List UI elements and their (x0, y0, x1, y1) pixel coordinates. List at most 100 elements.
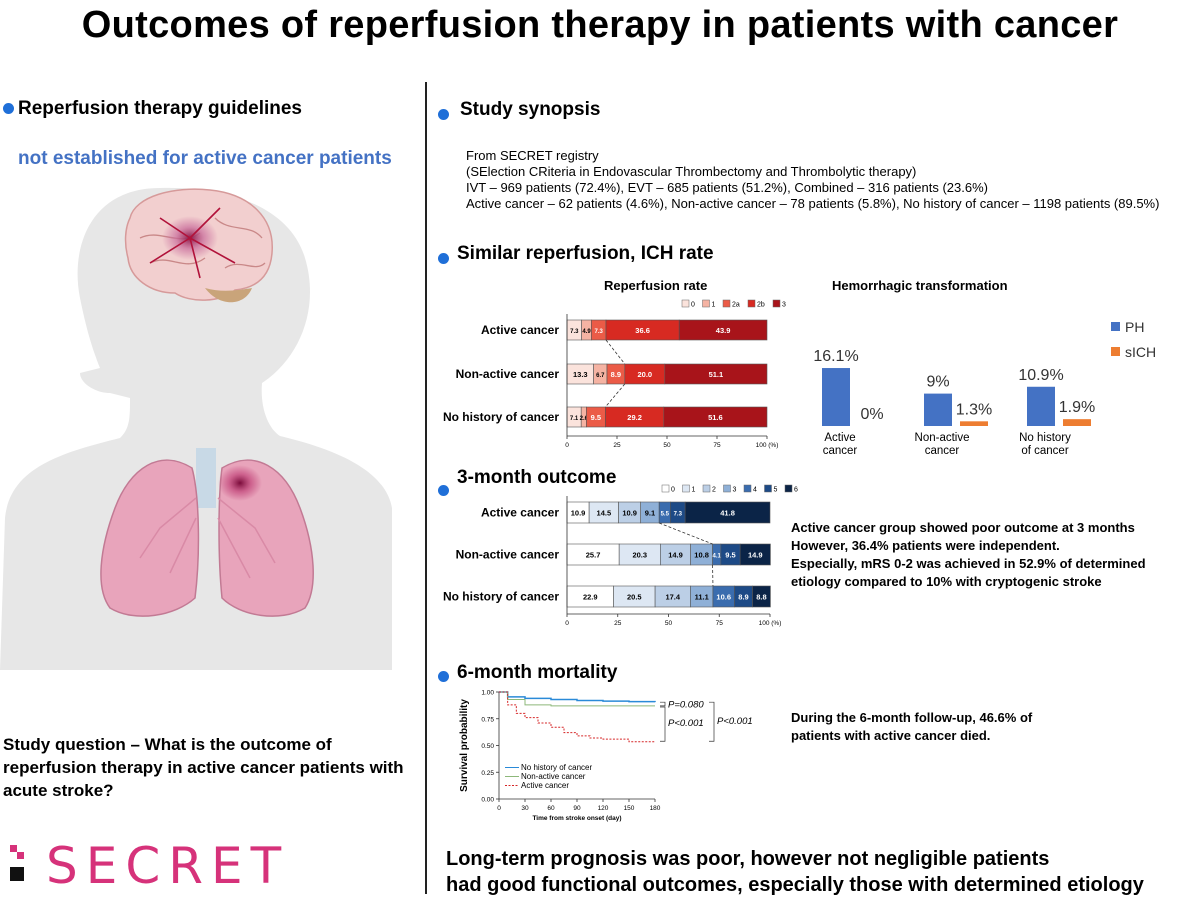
bar-segment (739, 543, 771, 566)
bar-value-label: 7.3 (674, 512, 683, 518)
brain-icon (124, 188, 273, 303)
legend-label: 0 (671, 487, 675, 494)
p-value-label: P<0.001 (717, 716, 753, 727)
synopsis-line: (SElection CRiteria in Endovascular Thro… (466, 164, 917, 179)
x-tick-label: 0 (565, 620, 569, 627)
bar-value-label: 10.6 (716, 593, 731, 602)
p-value-label: P=0.080 (668, 699, 704, 710)
bar-value-label: 7.3 (595, 329, 604, 335)
bar-value-label: 9.5 (725, 551, 735, 560)
hemo-category-label: cancer (823, 445, 858, 457)
synopsis-bullet (438, 107, 449, 125)
mortality-note: During the 6-month follow-up, 46.6% of p… (791, 709, 1032, 745)
bar-value-label: 8.9 (611, 370, 621, 379)
legend-label: 1 (692, 487, 696, 494)
hemo-bar (960, 421, 988, 426)
hemo-bar (1063, 419, 1091, 426)
legend-label: sICH (1125, 344, 1156, 360)
hemo-bar (1027, 386, 1055, 426)
legend-label: Active cancer (521, 781, 569, 790)
synopsis-heading: Study synopsis (460, 99, 601, 120)
legend-label: 6 (794, 487, 798, 494)
mortality-bullet (438, 669, 449, 687)
bar-value-label: 4.9 (582, 329, 591, 335)
mortality-heading: 6-month mortality (457, 662, 618, 683)
legend-label: PH (1125, 319, 1144, 335)
bar-value-label: 10.9 (571, 509, 586, 518)
hemo-bar (924, 393, 952, 426)
p-bracket (660, 701, 666, 707)
y-axis-title: Survival probability (459, 699, 470, 792)
outcome-bullet (438, 483, 449, 501)
x-tick-label: 30 (521, 805, 529, 812)
bar-segment (678, 319, 768, 341)
bar-category-label: No history of cancer (443, 410, 559, 424)
legend-swatch (682, 484, 690, 493)
legend-swatch (1111, 322, 1120, 331)
legend-swatch (784, 484, 793, 493)
x-tick-label: 90 (573, 805, 581, 812)
legend-swatch (772, 299, 781, 308)
guidelines-heading: Reperfusion therapy guidelines (18, 98, 302, 119)
bar-value-label: 20.3 (632, 551, 647, 560)
legend-label: 3 (782, 302, 786, 309)
legend-label: 4 (753, 487, 757, 494)
bar-segment (752, 585, 771, 608)
y-tick-label: 0.25 (481, 770, 494, 777)
synopsis-text: From SECRET registry (SElection CRiteria… (466, 148, 1159, 212)
reperfusion-bullet (438, 251, 449, 269)
guidelines-bullet (3, 101, 14, 119)
x-tick-label: 50 (665, 620, 673, 627)
x-tick-label: 0 (565, 442, 569, 449)
bar-value-label: 43.9 (716, 326, 731, 335)
legend-swatch (747, 299, 756, 308)
mortality-note-line: patients with active cancer died. (791, 728, 991, 743)
hemo-category-label: Active (824, 432, 855, 444)
x-tick-label: 60 (547, 805, 555, 812)
legend-label: No history of cancer (521, 763, 592, 772)
legend-swatch (681, 299, 690, 308)
bar-value-label: 14.9 (668, 551, 683, 560)
dashed-connector (605, 339, 626, 365)
bar-segment (663, 406, 768, 428)
y-tick-label: 0.00 (481, 797, 494, 804)
bar-category-label: No history of cancer (443, 590, 559, 604)
outcome-note-line: However, 36.4% patients were independent… (791, 538, 1060, 553)
page-title: Outcomes of reperfusion therapy in patie… (81, 4, 1119, 46)
outcome-note-line: Especially, mRS 0-2 was achieved in 52.9… (791, 556, 1146, 571)
dashed-connector (659, 522, 713, 545)
hemo-value-label: 10.9% (1018, 367, 1063, 384)
bar-value-label: 14.5 (597, 509, 612, 518)
bar-value-label: 20.5 (627, 593, 642, 602)
p-bracket (660, 706, 666, 742)
x-tick-label: 100 (%) (756, 442, 779, 449)
synopsis-line: Active cancer – 62 patients (4.6%), Non-… (466, 196, 1160, 211)
outcome-heading: 3-month outcome (457, 467, 617, 488)
hemo-bar (822, 368, 850, 426)
legend-label: 5 (774, 487, 778, 494)
p-value-label: P<0.001 (668, 718, 704, 729)
synopsis-line: IVT – 969 patients (72.4%), EVT – 685 pa… (466, 180, 988, 195)
hemo-category-label: Non-active (915, 432, 970, 444)
hemo-value-label: 9% (926, 374, 949, 391)
bar-value-label: 20.0 (637, 370, 652, 379)
x-tick-label: 25 (614, 620, 622, 627)
bar-category-label: Non-active cancer (456, 367, 560, 381)
y-tick-label: 0.75 (481, 716, 494, 723)
guidelines-subheading: not established for active cancer patien… (18, 148, 392, 169)
x-tick-label: 150 (624, 805, 635, 812)
legend-swatch (702, 299, 710, 308)
bar-value-label: 25.7 (586, 551, 601, 560)
column-divider (425, 82, 427, 894)
x-tick-label: 120 (598, 805, 609, 812)
outcome-note: Active cancer group showed poor outcome … (791, 519, 1146, 591)
bar-value-label: 2.6 (580, 416, 589, 422)
legend-swatch (722, 299, 731, 308)
km-curve (499, 691, 656, 703)
reperfusion-heading: Similar reperfusion, ICH rate (457, 243, 714, 264)
bar-value-label: 14.9 (748, 551, 763, 560)
synopsis-line: From SECRET registry (466, 148, 599, 163)
legend-label: 0 (691, 302, 695, 309)
